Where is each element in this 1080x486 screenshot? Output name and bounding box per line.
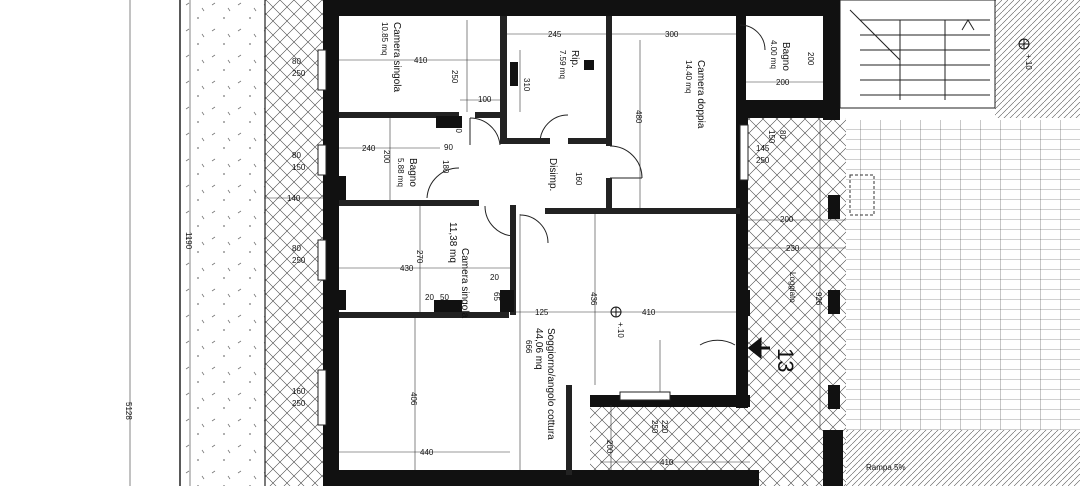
dim-140: 140 <box>287 194 301 203</box>
window-w7-a: 220 <box>660 420 669 434</box>
dim-250: 250 <box>450 70 459 84</box>
unit-number: 13 <box>773 348 798 372</box>
dim-245: 245 <box>548 30 562 39</box>
dim-20-b: 20 <box>425 293 434 302</box>
window-w2-a: 80 <box>292 151 301 160</box>
dim-65: 65 <box>492 292 501 301</box>
dim-410-mid: 410 <box>642 308 656 317</box>
dim-200-bagno: 200 <box>806 52 815 66</box>
level-marker-b: +.10 <box>1018 38 1033 70</box>
room-bagno: Bagno 5.88 mq <box>396 158 418 187</box>
dim-50: 50 <box>440 293 449 302</box>
room-name: Bagno <box>780 42 791 71</box>
window-w4-a: 160 <box>292 387 306 396</box>
dim-200-top: 200 <box>776 78 790 87</box>
dim-310: 310 <box>522 78 531 92</box>
bottom-right-tiles <box>846 430 1080 486</box>
room-area: 14.40 mq <box>684 60 693 93</box>
room-bagno-small: Bagno 4.00 mq <box>769 40 791 71</box>
window-w3-b: 250 <box>292 256 306 265</box>
window-w7-b: 250 <box>650 420 659 434</box>
room-name: Bagno <box>407 158 418 187</box>
level-marker-a: +.10 <box>610 306 625 338</box>
loggia-tiles <box>846 120 1080 430</box>
room-name: Camera singola <box>391 22 402 92</box>
dim-436: 436 <box>589 292 598 306</box>
window-w1-b: 250 <box>292 69 306 78</box>
room-name: Loggiato <box>788 272 797 303</box>
room-area: 5.88 mq <box>396 158 405 187</box>
dim-406: 406 <box>409 392 418 406</box>
dim-160: 160 <box>574 172 583 186</box>
room-soggiorno: Soggiorno/angolo cottura 44,06 mq <box>533 328 556 440</box>
fixtures <box>336 60 840 409</box>
rampa-label: Rampa 5% <box>866 463 906 472</box>
room-area: 7.59 mq <box>558 50 567 79</box>
dim-440: 440 <box>420 448 434 457</box>
window-w5-a: 80 <box>778 130 787 139</box>
dimension-labels: 410 250 245 300 200 310 480 200 100 80 9… <box>124 30 823 467</box>
room-name: Disimp. <box>547 158 558 191</box>
dim-125: 125 <box>535 308 549 317</box>
window-w1-a: 80 <box>292 57 301 66</box>
window-w5-b: 150 <box>767 130 776 144</box>
skylight <box>849 174 875 216</box>
room-area: 10.85 mq <box>380 22 389 55</box>
room-area: 11,38 mq <box>447 222 458 263</box>
dim-926: 926 <box>814 292 823 306</box>
room-name: Rip. <box>569 50 580 68</box>
dim-410-top: 410 <box>414 56 428 65</box>
window-w2-b: 150 <box>292 163 306 172</box>
side-hatch-strip <box>265 0 323 486</box>
dim-270: 270 <box>415 250 424 264</box>
dim-300: 300 <box>665 30 679 39</box>
dim-20-a: 20 <box>490 273 499 282</box>
room-loggiato: Loggiato <box>788 272 797 303</box>
window-w6-b: 250 <box>756 156 770 165</box>
dim-200-bottom: 200 <box>605 440 614 454</box>
dim-100: 100 <box>478 95 492 104</box>
level-a-text: +.10 <box>616 322 625 338</box>
level-b-text: +.10 <box>1024 54 1033 70</box>
walls <box>323 0 843 486</box>
dim-430: 430 <box>400 264 414 273</box>
dimension-lines <box>129 0 846 486</box>
window-labels: 80 250 80 150 80 250 160 250 80 150 145 … <box>292 57 787 434</box>
interior-walls <box>339 16 740 475</box>
doors <box>426 24 766 346</box>
dim-480: 480 <box>634 110 643 124</box>
room-name: Camera singola <box>459 248 470 318</box>
dim-80: 80 <box>454 124 463 133</box>
staircase <box>839 0 996 109</box>
room-camera-singola-mid: Camera singola 11,38 mq <box>447 222 470 318</box>
room-rip: Rip. 7.59 mq <box>558 50 580 79</box>
dim-666: 666 <box>524 340 533 354</box>
window-frames <box>317 49 749 426</box>
dim-230: 230 <box>786 244 800 253</box>
room-camera-doppia: Camera doppia 14.40 mq <box>684 60 706 129</box>
window-w6-a: 145 <box>756 144 770 153</box>
top-right-hatch <box>995 0 1080 118</box>
dim-90: 90 <box>444 143 453 152</box>
room-area: 4.00 mq <box>769 40 778 69</box>
room-area: 44,06 mq <box>533 328 544 370</box>
dim-200-loggia: 200 <box>780 215 794 224</box>
garden-area <box>180 0 265 486</box>
entrance-arrow-icon <box>747 336 770 360</box>
dim-5128: 5128 <box>124 402 133 420</box>
dim-240: 240 <box>362 144 376 153</box>
window-w4-b: 250 <box>292 399 306 408</box>
room-camera-singola-top: Camera singola 10.85 mq <box>380 22 402 92</box>
room-name: Soggiorno/angolo cottura <box>545 328 556 440</box>
room-name: Camera doppia <box>695 60 706 129</box>
room-disimp: Disimp. <box>547 158 558 191</box>
dim-410-bottom: 410 <box>660 458 674 467</box>
window-w3-a: 80 <box>292 244 301 253</box>
dim-200-bath: 200 <box>382 150 391 164</box>
dim-180: 180 <box>441 160 450 174</box>
dim-1190: 1190 <box>184 232 193 250</box>
